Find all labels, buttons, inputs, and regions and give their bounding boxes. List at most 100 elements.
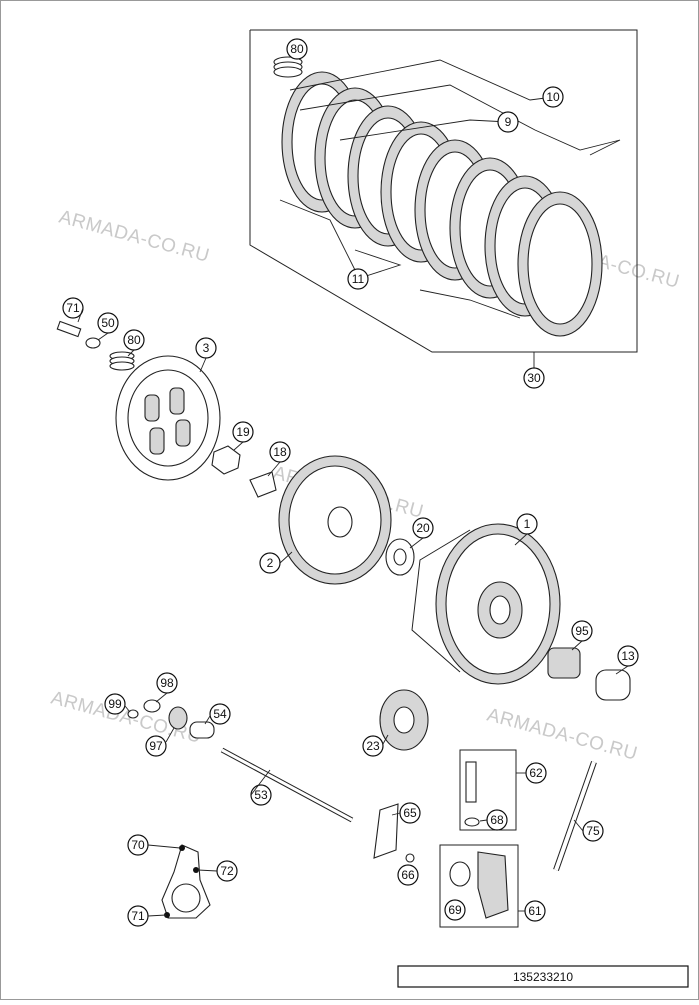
- callout-20[interactable]: 20: [412, 517, 434, 539]
- bleeder: [465, 761, 477, 803]
- callout-19[interactable]: 19: [232, 421, 254, 443]
- svg-text:62: 62: [529, 766, 543, 780]
- callout-80[interactable]: 80: [286, 38, 308, 60]
- clutch-hub: [278, 455, 392, 585]
- leader-11b: [354, 249, 402, 279]
- callout-54[interactable]: 54: [209, 703, 231, 725]
- gasket: [373, 803, 399, 859]
- svg-text:68: 68: [490, 813, 504, 827]
- watermark-5: ARMADA-CO.RU: [485, 705, 640, 765]
- leader-11a: [279, 199, 356, 271]
- callout-66[interactable]: 66: [397, 864, 419, 886]
- callout-18[interactable]: 18: [269, 441, 291, 463]
- svg-text:54: 54: [213, 707, 227, 721]
- o-ring: [127, 709, 139, 719]
- clutch-spring-top: [273, 56, 303, 78]
- callout-97[interactable]: 97: [145, 735, 167, 757]
- svg-text:70: 70: [131, 838, 145, 852]
- callout-13[interactable]: 13: [617, 645, 639, 667]
- callouts: 80 10 9 11 30 71 50 80 3 19 18 20 1 2 95…: [62, 38, 639, 927]
- callout-65[interactable]: 65: [399, 802, 421, 824]
- master-cylinder-box: [439, 844, 519, 928]
- svg-text:71: 71: [131, 909, 145, 923]
- callout-80b[interactable]: 80: [123, 329, 145, 351]
- callout-70[interactable]: 70: [127, 834, 149, 856]
- callout-50[interactable]: 50: [97, 312, 119, 334]
- svg-text:61: 61: [528, 904, 542, 918]
- svg-text:65: 65: [403, 806, 417, 820]
- svg-text:95: 95: [575, 624, 589, 638]
- svg-text:53: 53: [254, 788, 268, 802]
- svg-text:69: 69: [448, 903, 462, 917]
- svg-text:23: 23: [366, 739, 380, 753]
- needle-bearing: [547, 647, 581, 679]
- callout-71b[interactable]: 71: [127, 905, 149, 927]
- washer-98: [143, 699, 161, 713]
- svg-text:80: 80: [127, 333, 141, 347]
- slave-cylinder-box: [459, 749, 517, 831]
- callout-99[interactable]: 99: [104, 693, 126, 715]
- svg-text:66: 66: [401, 868, 415, 882]
- leader-11c: [419, 289, 521, 319]
- svg-text:30: 30: [527, 371, 541, 385]
- svg-text:10: 10: [546, 90, 560, 104]
- svg-text:9: 9: [505, 115, 512, 129]
- drawing-number: 135233210: [513, 970, 573, 984]
- svg-text:18: 18: [273, 445, 287, 459]
- clutch-plates: [281, 71, 603, 337]
- leader-9: [339, 119, 509, 141]
- svg-text:98: 98: [160, 676, 174, 690]
- leader-10: [289, 59, 554, 101]
- callout-53[interactable]: 53: [250, 784, 272, 806]
- svg-text:2: 2: [267, 556, 274, 570]
- callout-30[interactable]: 30: [523, 367, 545, 389]
- callout-23[interactable]: 23: [362, 735, 384, 757]
- callout-11[interactable]: 11: [347, 268, 369, 290]
- svg-text:71: 71: [66, 301, 80, 315]
- svg-text:19: 19: [236, 425, 250, 439]
- svg-text:50: 50: [101, 316, 115, 330]
- hex-nut: [211, 445, 241, 475]
- clutch-basket: [411, 523, 561, 685]
- clutch-pack-frame: [249, 29, 638, 353]
- bearing-97: [168, 706, 188, 730]
- svg-text:11: 11: [352, 272, 365, 286]
- callout-2[interactable]: 2: [259, 552, 281, 574]
- callout-95[interactable]: 95: [571, 620, 593, 642]
- lock-washer: [249, 471, 277, 498]
- callout-72[interactable]: 72: [216, 860, 238, 882]
- svg-text:13: 13: [621, 649, 635, 663]
- callout-69[interactable]: 69: [444, 899, 466, 921]
- callout-leaders: [77, 307, 629, 917]
- leader-10b: [299, 84, 621, 156]
- seal-69: [449, 861, 471, 887]
- svg-text:80: 80: [290, 42, 304, 56]
- ball-66: [405, 853, 415, 863]
- pin-54: [189, 721, 215, 739]
- callout-3[interactable]: 3: [195, 337, 217, 359]
- watermark-1: ARMADA-CO.RU: [57, 207, 212, 267]
- clutch-pack-group: [249, 29, 638, 368]
- callout-61[interactable]: 61: [524, 900, 546, 922]
- callout-98[interactable]: 98: [156, 672, 178, 694]
- callout-75[interactable]: 75: [582, 820, 604, 842]
- svg-text:72: 72: [220, 864, 234, 878]
- svg-text:99: 99: [108, 697, 122, 711]
- callout-62[interactable]: 62: [525, 762, 547, 784]
- callout-71[interactable]: 71: [62, 297, 84, 319]
- svg-text:3: 3: [203, 341, 210, 355]
- pressure-plate: [115, 355, 221, 481]
- drawing-number-box: 135233210: [397, 965, 689, 988]
- callout-9[interactable]: 9: [497, 111, 519, 133]
- svg-text:75: 75: [586, 824, 600, 838]
- callout-10[interactable]: 10: [542, 86, 564, 108]
- bolt-washer-spring: [56, 320, 135, 371]
- callout-68[interactable]: 68: [486, 809, 508, 831]
- svg-text:97: 97: [149, 739, 163, 753]
- cylinder-body: [477, 851, 509, 919]
- bushing: [595, 669, 631, 701]
- svg-text:1: 1: [524, 517, 531, 531]
- callout-1[interactable]: 1: [516, 513, 538, 535]
